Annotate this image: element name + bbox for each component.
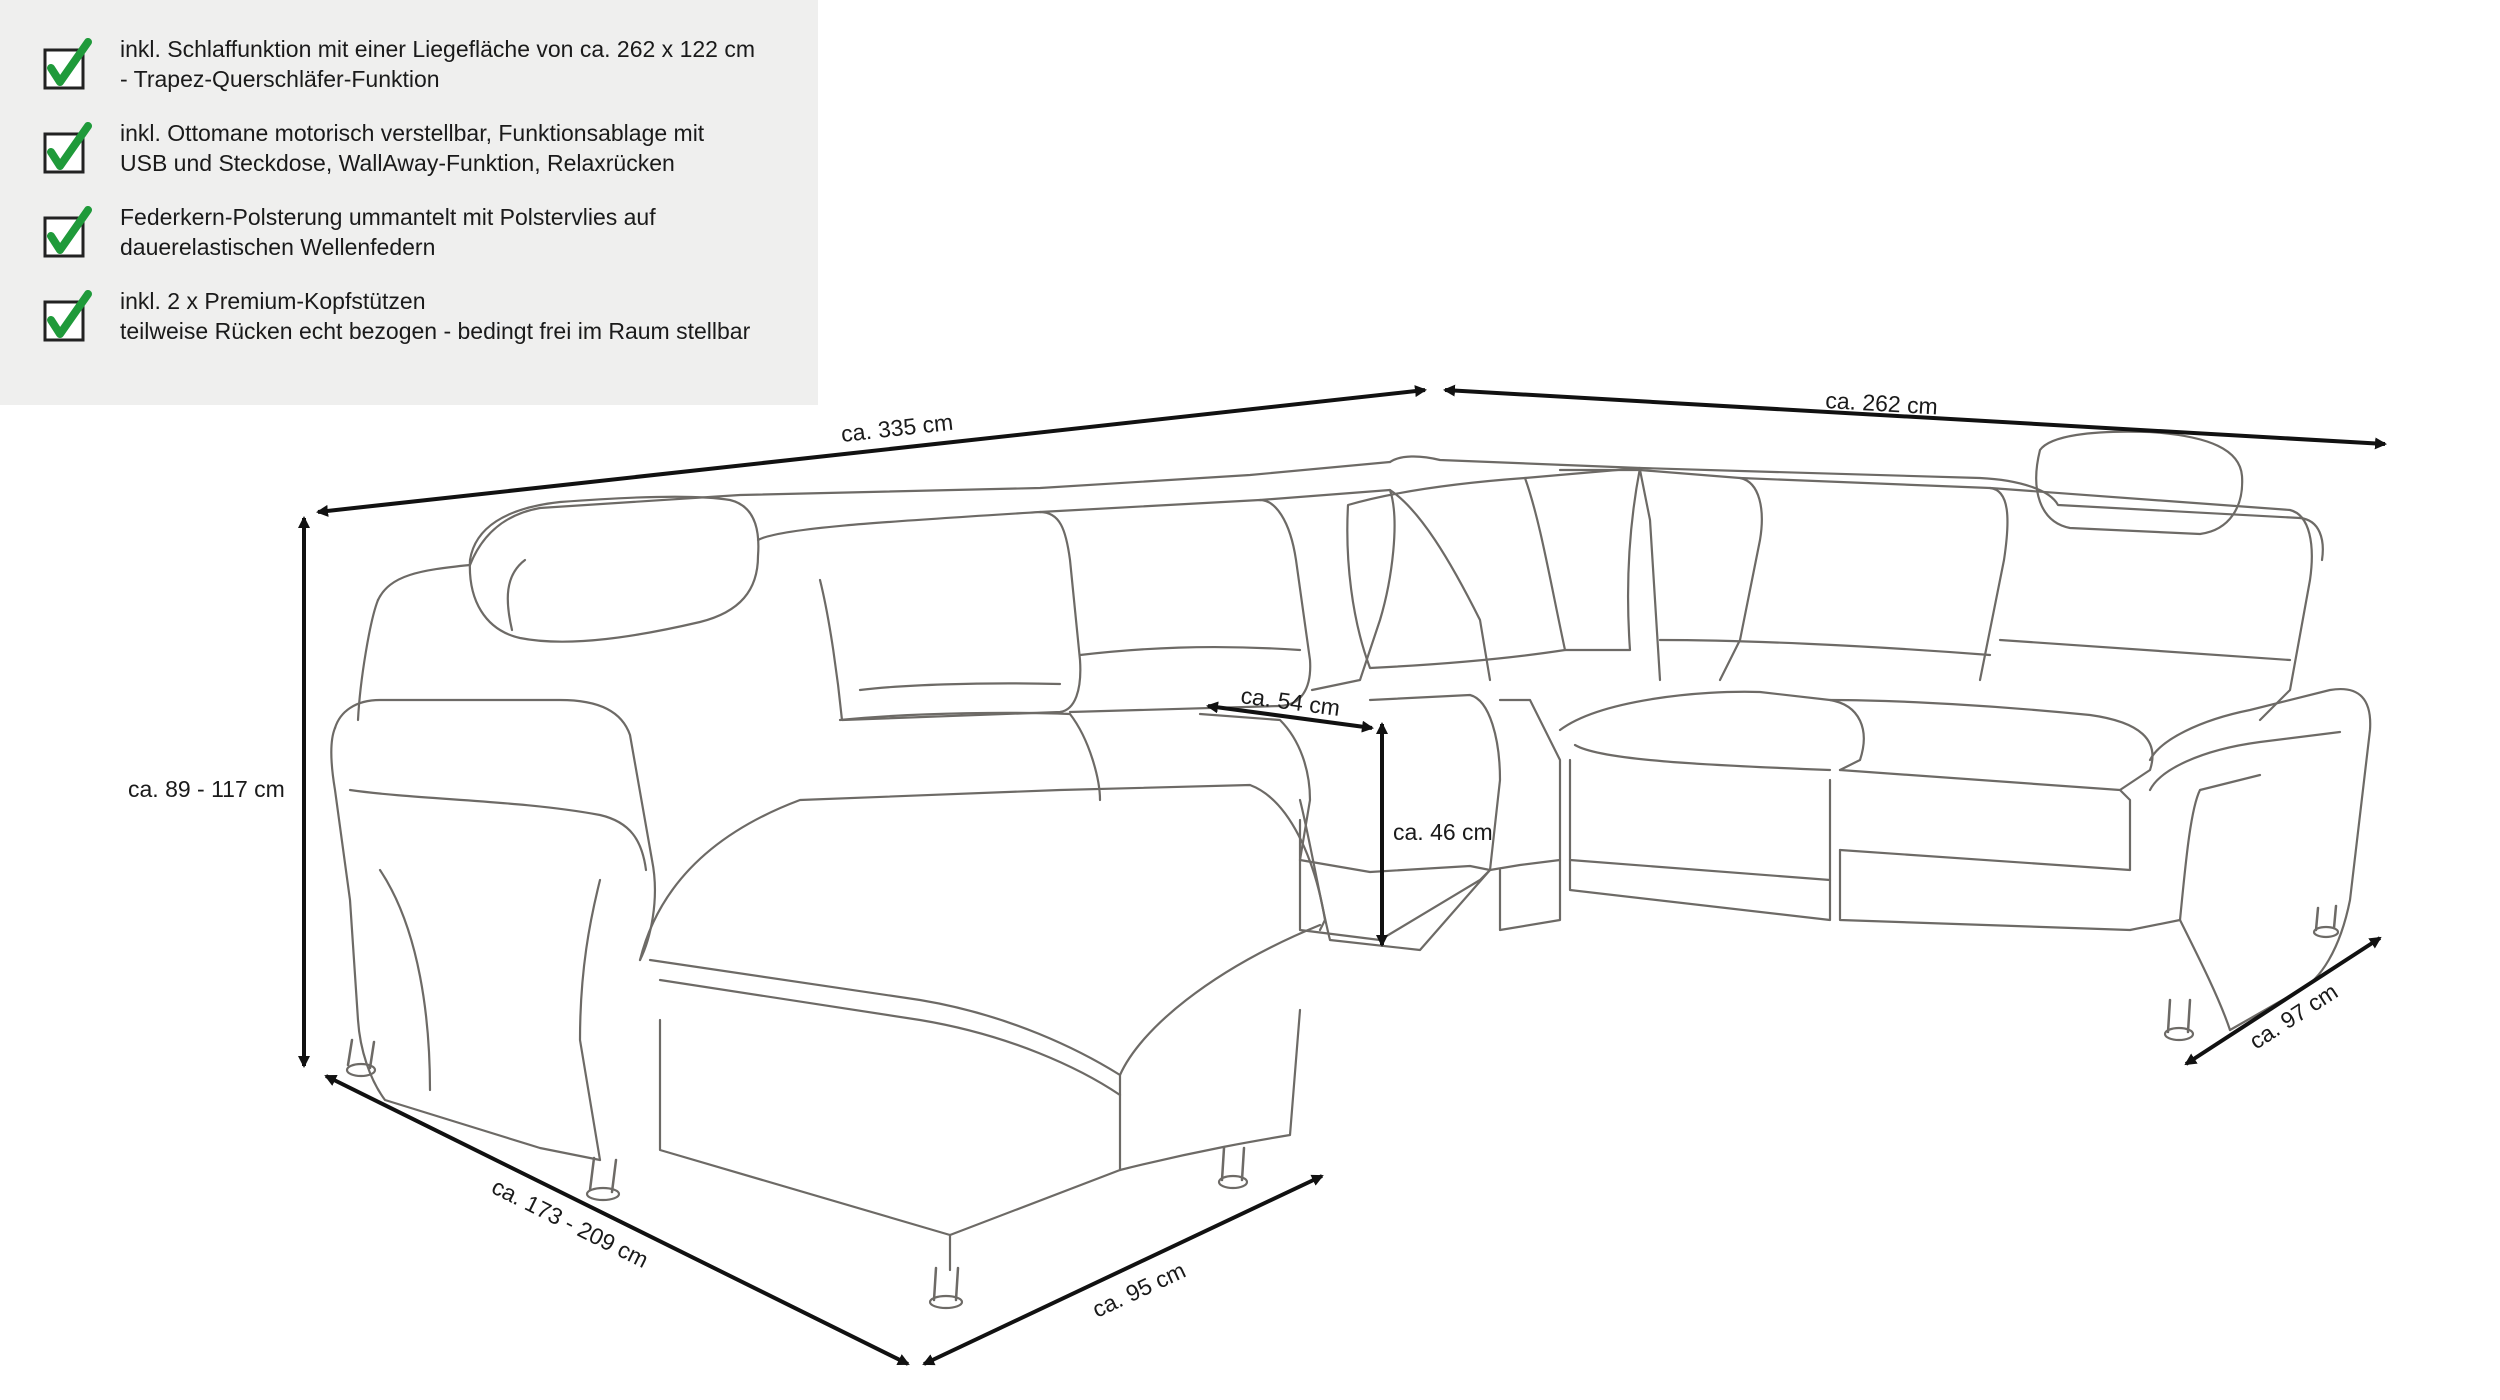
dimension-label-seat-height: ca. 46 cm (1393, 819, 1493, 845)
feature-item-upholstery: Federkern-Polsterung ummantelt mit Polst… (0, 196, 818, 280)
dimension-label-length-left: ca. 335 cm (840, 409, 955, 447)
feature-item-headrests: inkl. 2 x Premium-Kopfstützen teilweise … (0, 280, 818, 364)
dimension-label-ottoman-length: ca. 173 - 209 cm (488, 1173, 653, 1273)
dimension-label-height: ca. 89 - 117 cm (128, 776, 285, 802)
dimension-arrow-ottoman-width (922, 1174, 1324, 1366)
feature-text: Federkern-Polsterung ummantelt mit Polst… (120, 204, 656, 260)
feature-item-ottoman: inkl. Ottomane motorisch verstellbar, Fu… (0, 112, 818, 196)
dimension-arrow-length-right (1443, 384, 2387, 450)
feature-item-sleep-function: inkl. Schlaffunktion mit einer Liegefläc… (0, 28, 818, 112)
checkmark-icon (42, 120, 96, 176)
dimension-arrow-ottoman-length (324, 1074, 910, 1366)
feature-panel: inkl. Schlaffunktion mit einer Liegefläc… (0, 0, 818, 405)
dimension-label-ottoman-width: ca. 95 cm (1088, 1257, 1189, 1323)
feature-text: inkl. Ottomane motorisch verstellbar, Fu… (120, 120, 705, 176)
dimension-lines (298, 384, 2387, 1366)
dimension-arrow-seat-depth (1206, 701, 1374, 733)
feature-text: inkl. 2 x Premium-Kopfstützen teilweise … (120, 288, 751, 344)
feature-text: inkl. Schlaffunktion mit einer Liegefläc… (120, 36, 755, 92)
checkmark-icon (42, 204, 96, 260)
dimension-arrow-length-left (316, 385, 1427, 517)
dimension-labels: ca. 335 cm ca. 262 cm ca. 89 - 117 cm ca… (128, 387, 2342, 1322)
sofa-sketch (330, 430, 2372, 1310)
checkmark-icon (42, 288, 96, 344)
dimension-arrow-right-depth (2184, 936, 2382, 1066)
dimension-label-length-right: ca. 262 cm (1825, 387, 1939, 419)
checkmark-icon (42, 36, 96, 92)
